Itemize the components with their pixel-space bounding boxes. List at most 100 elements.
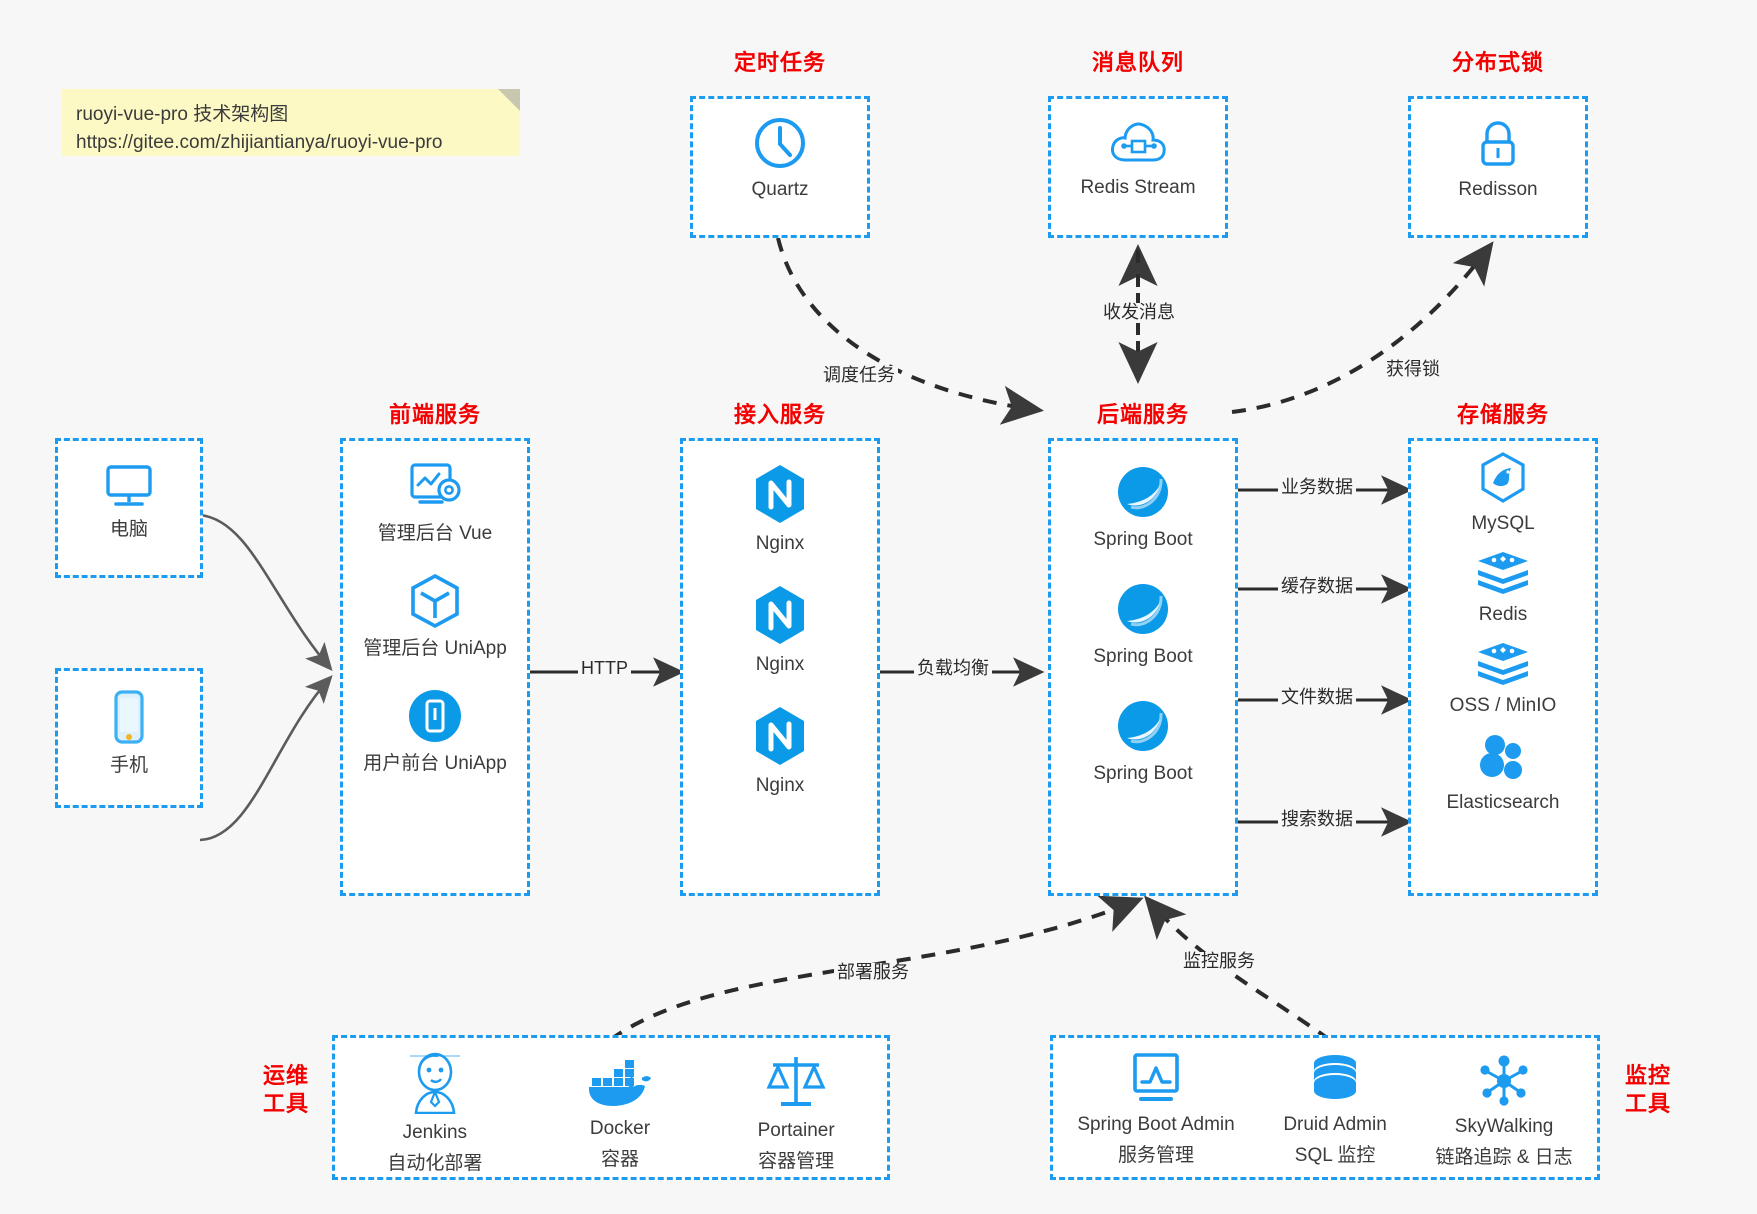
node-oss-minio[interactable]: OSS / MinIO: [1411, 641, 1595, 718]
node-user-uniapp[interactable]: 用户前台 UniApp: [343, 687, 527, 776]
node-sublabel: 服务管理: [1117, 1145, 1194, 1167]
clock-icon: [752, 115, 808, 171]
node-spring-boot-1[interactable]: Spring Boot: [1051, 463, 1235, 552]
node-label: Nginx: [755, 775, 805, 797]
edge-label-load-balance: 负载均衡: [914, 658, 992, 679]
node-label: Jenkins: [402, 1122, 468, 1143]
desktop-computer-icon: [100, 461, 158, 511]
node-admin-uniapp[interactable]: 管理后台 UniApp: [343, 572, 527, 661]
node-jenkins[interactable]: Jenkins 自动化部署: [387, 1050, 482, 1176]
node-label: Redis Stream: [1080, 177, 1196, 198]
node-label: Redisson: [1458, 179, 1538, 200]
node-computer[interactable]: 电脑: [58, 441, 200, 542]
group-title-monitoring: 监控 工具: [1612, 1062, 1684, 1117]
group-box-devops: Jenkins 自动化部署 Docker 容器: [332, 1035, 890, 1180]
edge-label-schedule-task: 调度任务: [820, 365, 898, 386]
group-title-frontend: 前端服务: [388, 402, 481, 427]
lock-icon: [1471, 117, 1525, 171]
node-label: Nginx: [755, 654, 805, 676]
group-box-distributed-lock: Redisson: [1408, 96, 1588, 238]
elasticsearch-icon: [1475, 732, 1531, 784]
group-title-gateway: 接入服务: [733, 402, 826, 427]
cube-icon: [407, 572, 463, 630]
cloud-stream-icon: [1108, 115, 1168, 169]
node-label: 电脑: [109, 519, 148, 540]
scales-icon: [765, 1054, 827, 1112]
group-box-frontend: 管理后台 Vue 管理后台 UniApp 用户前台 U: [340, 438, 530, 896]
mobile-app-icon: [406, 687, 464, 745]
skywalking-icon: [1476, 1054, 1532, 1108]
node-mysql[interactable]: MySQL: [1411, 451, 1595, 536]
node-redis-stream[interactable]: Redis Stream: [1051, 99, 1225, 200]
node-sublabel: 链路追踪 & 日志: [1435, 1147, 1573, 1169]
nginx-icon: [751, 463, 809, 525]
node-label: 管理后台 Vue: [377, 523, 493, 544]
edge-label-deploy-service: 部署服务: [834, 962, 912, 983]
node-spring-boot-3[interactable]: Spring Boot: [1051, 697, 1235, 786]
node-label: Spring Boot: [1093, 763, 1193, 785]
node-nginx-2[interactable]: Nginx: [683, 584, 877, 677]
node-druid-admin[interactable]: Druid Admin SQL 监控: [1283, 1052, 1387, 1168]
group-title-storage: 存储服务: [1456, 402, 1549, 427]
group-title-devops-line-2: 工具: [262, 1090, 309, 1116]
node-label: Spring Boot Admin: [1077, 1114, 1235, 1135]
spring-boot-icon: [1114, 463, 1172, 521]
node-label: Nginx: [755, 533, 805, 554]
jenkins-icon: [404, 1050, 466, 1114]
node-redisson[interactable]: Redisson: [1411, 99, 1585, 202]
mobile-phone-icon: [108, 689, 150, 747]
group-title-monitoring-line-2: 工具: [1624, 1090, 1671, 1116]
node-label: 手机: [109, 755, 148, 776]
node-spring-boot-admin[interactable]: Spring Boot Admin 服务管理: [1077, 1052, 1235, 1168]
group-box-message-queue: Redis Stream: [1048, 96, 1228, 238]
group-title-backend: 后端服务: [1096, 402, 1189, 427]
edge-label-monitor-service: 监控服务: [1180, 951, 1258, 972]
edge-label-cache-data: 缓存数据: [1278, 576, 1356, 597]
node-redis[interactable]: Redis: [1411, 550, 1595, 627]
group-title-devops-line-1: 运维: [262, 1063, 309, 1088]
nginx-icon: [751, 705, 809, 767]
node-label: 管理后台 UniApp: [363, 638, 507, 660]
node-phone[interactable]: 手机: [58, 671, 200, 778]
node-nginx-3[interactable]: Nginx: [683, 705, 877, 798]
note-line-1: ruoyi-vue-pro 技术架构图: [76, 104, 289, 125]
node-sublabel: 容器: [600, 1149, 639, 1171]
edge-label-file-data: 文件数据: [1278, 687, 1356, 708]
edge-label-search-data: 搜索数据: [1278, 809, 1356, 830]
group-box-monitoring: Spring Boot Admin 服务管理 Druid Admin SQL 监…: [1050, 1035, 1600, 1180]
edge-label-acquire-lock: 获得锁: [1383, 359, 1443, 380]
group-box-client-phone: 手机: [55, 668, 203, 808]
note-line-2: https://gitee.com/zhijiantianya/ruoyi-vu…: [76, 131, 443, 153]
node-nginx-1[interactable]: Nginx: [683, 463, 877, 556]
group-box-gateway: Nginx Nginx Nginx: [680, 438, 880, 896]
node-elasticsearch[interactable]: Elasticsearch: [1411, 732, 1595, 815]
node-skywalking[interactable]: SkyWalking 链路追踪 & 日志: [1435, 1052, 1573, 1170]
node-label: Elasticsearch: [1446, 792, 1560, 814]
node-label: Druid Admin: [1283, 1114, 1387, 1135]
edge-label-send-receive-message: 收发消息: [1100, 302, 1178, 323]
node-label: 用户前台 UniApp: [363, 753, 507, 775]
group-box-client-computer: 电脑: [55, 438, 203, 578]
edge-label-business-data: 业务数据: [1278, 477, 1356, 498]
node-label: MySQL: [1471, 513, 1535, 534]
node-docker[interactable]: Docker 容器: [587, 1050, 653, 1172]
docker-icon: [587, 1058, 653, 1110]
redis-icon: [1474, 550, 1532, 596]
node-label: SkyWalking: [1454, 1116, 1554, 1137]
node-spring-boot-2[interactable]: Spring Boot: [1051, 580, 1235, 669]
node-label: Spring Boot: [1093, 529, 1193, 550]
group-box-scheduled-task: Quartz: [690, 96, 870, 238]
node-label: Redis: [1478, 604, 1528, 626]
node-label: OSS / MinIO: [1449, 695, 1557, 717]
node-portainer[interactable]: Portainer 容器管理: [758, 1050, 835, 1174]
node-sublabel: 容器管理: [758, 1151, 835, 1173]
group-title-devops: 运维 工具: [250, 1062, 322, 1117]
node-quartz[interactable]: Quartz: [693, 99, 867, 202]
node-admin-vue[interactable]: 管理后台 Vue: [343, 459, 527, 546]
group-box-storage: MySQL Redis: [1408, 438, 1598, 896]
spring-boot-icon: [1114, 697, 1172, 755]
group-box-backend: Spring Boot Spring Boot Spring Boot: [1048, 438, 1238, 896]
group-title-distributed-lock: 分布式锁: [1451, 50, 1544, 75]
spring-boot-icon: [1114, 580, 1172, 638]
